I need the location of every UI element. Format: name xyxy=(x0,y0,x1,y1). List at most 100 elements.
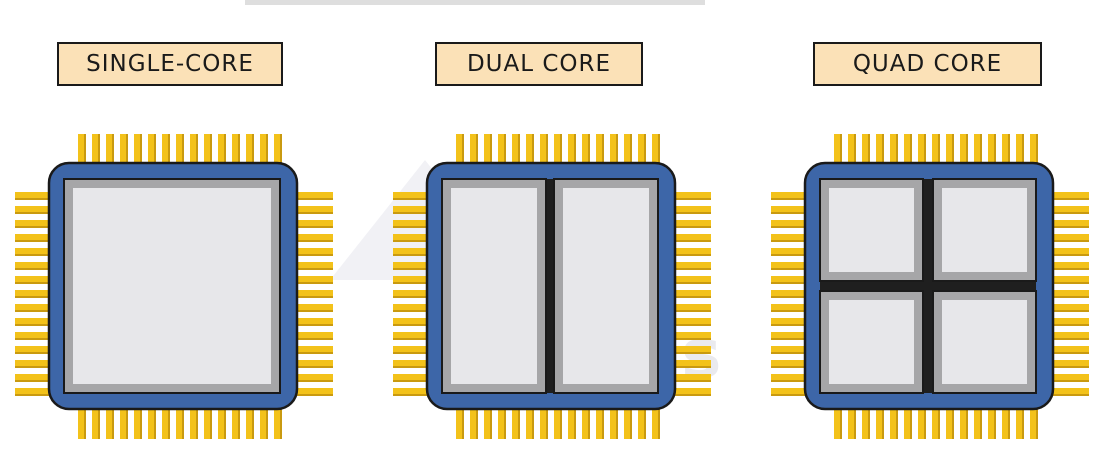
pin-top-shade xyxy=(112,134,114,166)
pin-left-shade xyxy=(15,240,51,242)
pin-right-shade xyxy=(1051,282,1089,284)
pin-bottom-shade xyxy=(630,406,632,439)
pin-right xyxy=(1051,318,1089,324)
pin-right-shade xyxy=(1051,212,1089,214)
pin-right-shade xyxy=(673,310,711,312)
pin-right-shade xyxy=(295,380,333,382)
pin-top xyxy=(1002,134,1008,166)
pin-left-shade xyxy=(771,352,807,354)
pin-top-shade xyxy=(504,134,506,166)
pin-right-shade xyxy=(1051,268,1089,270)
pin-bottom-shade xyxy=(938,406,940,439)
pin-bottom xyxy=(946,406,952,439)
pin-left-shade xyxy=(393,268,429,270)
pin-top xyxy=(190,134,196,166)
pin-top xyxy=(652,134,658,166)
pin-bottom-shade xyxy=(112,406,114,439)
pin-left xyxy=(15,388,51,394)
pin-left-shade xyxy=(771,338,807,340)
pin-right xyxy=(1051,248,1089,254)
top-divider xyxy=(245,0,705,5)
pin-bottom-shade xyxy=(252,406,254,439)
pin-left-shade xyxy=(393,240,429,242)
pin-left xyxy=(393,234,429,240)
pin-left-shade xyxy=(771,198,807,200)
pin-bottom xyxy=(988,406,994,439)
pin-top-shade xyxy=(266,134,268,166)
pin-bottom-shade xyxy=(140,406,142,439)
pin-right-shade xyxy=(295,198,333,200)
pin-right xyxy=(1051,374,1089,380)
core-surface xyxy=(942,188,1027,272)
pin-right xyxy=(295,248,333,254)
pin-right-shade xyxy=(295,254,333,256)
pin-bottom-shade xyxy=(882,406,884,439)
pin-top-shade xyxy=(140,134,142,166)
pin-left xyxy=(15,374,51,380)
pin-top-shade xyxy=(966,134,968,166)
pin-left-shade xyxy=(15,268,51,270)
pin-bottom-shade xyxy=(98,406,100,439)
pin-top xyxy=(134,134,140,166)
pin-bottom xyxy=(484,406,490,439)
pin-left-shade xyxy=(393,282,429,284)
pin-left-shade xyxy=(393,366,429,368)
pin-top-shade xyxy=(644,134,646,166)
pin-top-shade xyxy=(476,134,478,166)
pin-bottom xyxy=(960,406,966,439)
pin-top-shade xyxy=(1036,134,1038,166)
pin-bottom xyxy=(568,406,574,439)
pin-top xyxy=(512,134,518,166)
pin-right xyxy=(673,262,711,268)
pin-top xyxy=(862,134,868,166)
pin-right xyxy=(1051,206,1089,212)
pin-bottom-shade xyxy=(546,406,548,439)
dual-core-chip xyxy=(393,134,711,439)
quad-core-chip xyxy=(771,134,1089,439)
pins xyxy=(393,134,711,439)
pin-left xyxy=(15,248,51,254)
pin-right-shade xyxy=(673,324,711,326)
pin-bottom-shade xyxy=(462,406,464,439)
pin-bottom xyxy=(596,406,602,439)
pin-top xyxy=(932,134,938,166)
pin-top-shade xyxy=(588,134,590,166)
pin-left xyxy=(393,192,429,198)
pin-right xyxy=(1051,346,1089,352)
core-surface xyxy=(451,188,537,384)
pin-bottom-shade xyxy=(154,406,156,439)
pin-top-shade xyxy=(196,134,198,166)
pin-right-shade xyxy=(1051,352,1089,354)
pin-top xyxy=(498,134,504,166)
pin-bottom-shade xyxy=(280,406,282,439)
pin-left xyxy=(393,318,429,324)
pin-top xyxy=(92,134,98,166)
pin-top xyxy=(540,134,546,166)
pin-bottom xyxy=(1030,406,1036,439)
pin-right-shade xyxy=(673,338,711,340)
pin-left-shade xyxy=(15,310,51,312)
pin-bottom xyxy=(540,406,546,439)
pin-top-shade xyxy=(840,134,842,166)
pin-left xyxy=(393,374,429,380)
pin-right-shade xyxy=(295,212,333,214)
pin-right xyxy=(673,248,711,254)
pin-bottom-shade xyxy=(1008,406,1010,439)
pin-left-shade xyxy=(393,254,429,256)
pin-right xyxy=(295,388,333,394)
pin-left xyxy=(15,360,51,366)
core-surface xyxy=(563,188,649,384)
pin-right xyxy=(1051,332,1089,338)
pin-right xyxy=(673,332,711,338)
pin-left-shade xyxy=(393,226,429,228)
pin-top xyxy=(876,134,882,166)
pin-left-shade xyxy=(393,324,429,326)
pin-right-shade xyxy=(295,338,333,340)
pin-right xyxy=(1051,262,1089,268)
pin-right xyxy=(673,374,711,380)
pin-left xyxy=(15,220,51,226)
pin-left xyxy=(771,192,807,198)
pin-top xyxy=(568,134,574,166)
pin-left xyxy=(771,234,807,240)
pin-right-shade xyxy=(1051,324,1089,326)
